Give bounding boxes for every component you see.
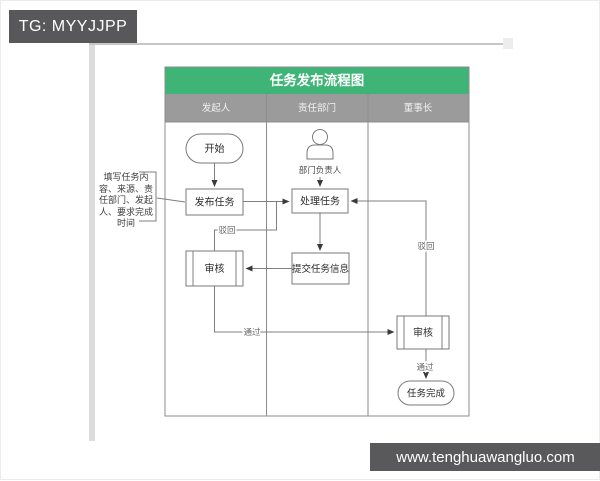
annotation-note: 填写任务内容、来源、责任部门、发起人、要求完成时间: [98, 172, 153, 228]
lane-header-row: [165, 94, 469, 122]
department-head-label: 部门负责人: [299, 165, 342, 175]
node-chairman-review-label: 审核: [413, 326, 433, 339]
annotation-connector: [156, 197, 186, 203]
node-handle-task: 处理任务: [291, 188, 349, 214]
lane-label-department: 责任部门: [298, 102, 336, 114]
edge-review2-reject: [350, 198, 427, 316]
diagram-title: 任务发布流程图: [269, 72, 365, 88]
edge-review1-reject: [214, 201, 277, 251]
node-publish-task-label: 发布任务: [195, 196, 235, 209]
node-start-label: 开始: [205, 142, 225, 155]
lane-label-chairman: 董事长: [404, 102, 433, 114]
page-edge-corner: [503, 38, 513, 49]
edge-label-pass-2: 通过: [416, 362, 434, 372]
lane-label-initiator: 发起人: [202, 102, 231, 114]
edge-label-reject-1: 驳回: [218, 225, 235, 235]
node-task-complete-label: 任务完成: [407, 388, 446, 400]
node-initiator-review: 审核: [185, 250, 244, 287]
annotation-bracket: [139, 171, 157, 222]
telegram-watermark-badge: TG: MYYJJPP: [9, 10, 137, 43]
node-handle-task-label: 处理任务: [300, 195, 340, 208]
node-initiator-review-label: 审核: [205, 262, 225, 275]
department-head-actor-icon: 部门负责人: [299, 129, 342, 175]
edge-label-reject-2: 驳回: [417, 241, 434, 251]
edge-label-pass-1: 通过: [243, 327, 261, 337]
diagram-outer-border: [164, 66, 470, 417]
diagram-title-bar: [165, 67, 469, 94]
node-task-complete: 任务完成: [397, 380, 455, 406]
node-submit-task-info-label: 提交任务信息: [292, 263, 349, 275]
node-start: 开始: [185, 133, 244, 164]
node-publish-task: 发布任务: [185, 188, 244, 216]
edge-review1-pass: [214, 286, 395, 335]
page-edge-horizontal-line: [89, 43, 510, 45]
website-watermark-bar: www.tenghuawangluo.com: [370, 443, 600, 471]
page-edge-vertical-strip: [89, 43, 95, 441]
node-submit-task-info: 提交任务信息: [291, 252, 350, 285]
node-chairman-review: 审核: [396, 315, 450, 350]
